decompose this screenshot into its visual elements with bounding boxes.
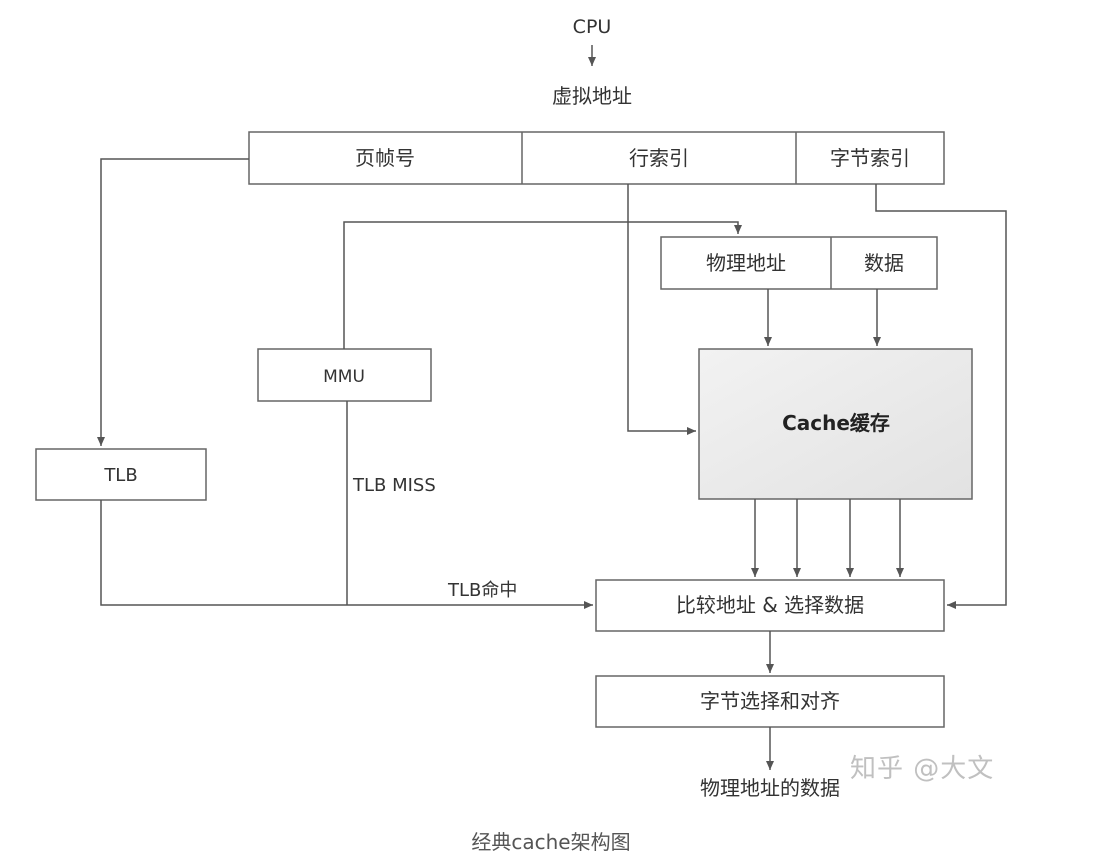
cache-box	[698, 348, 973, 500]
byte-select-label: 字节选择和对齐	[700, 689, 840, 713]
byte-index-to-compare-arrow	[875, 184, 1007, 609]
tag-data-box	[660, 236, 938, 290]
cpu-label: CPU	[573, 16, 612, 38]
tlb-hit-arrow	[100, 500, 593, 609]
physical-address-field: 物理地址	[706, 251, 786, 275]
byte-select-box	[595, 675, 945, 728]
cache-label: Cache缓存	[782, 411, 890, 435]
data-field: 数据	[864, 251, 904, 275]
compare-select-box	[595, 579, 945, 632]
tlb-label: TLB	[103, 465, 137, 486]
virtual-address-label: 虚拟地址	[552, 84, 632, 108]
figure-caption: 经典cache架构图	[471, 830, 631, 854]
virtual-address-bar	[248, 131, 945, 185]
compare-select-label: 比较地址 & 选择数据	[676, 593, 864, 617]
row-index-field: 行索引	[629, 146, 689, 170]
row-index-to-cache-arrow	[627, 184, 696, 435]
tlb-hit-label: TLB命中	[447, 580, 517, 601]
watermark: 知乎 @大文	[850, 754, 995, 784]
mmu-to-physical-address-arrow	[343, 221, 742, 349]
byte-index-field: 字节索引	[830, 146, 910, 170]
tlb-miss-label: TLB MISS	[352, 475, 436, 496]
tlb-box	[35, 448, 207, 501]
physical-data-output: 物理地址的数据	[700, 776, 840, 800]
mmu-label: MMU	[323, 367, 365, 387]
page-frame-to-tlb-arrow	[97, 158, 249, 446]
page-frame-field: 页帧号	[355, 146, 415, 170]
